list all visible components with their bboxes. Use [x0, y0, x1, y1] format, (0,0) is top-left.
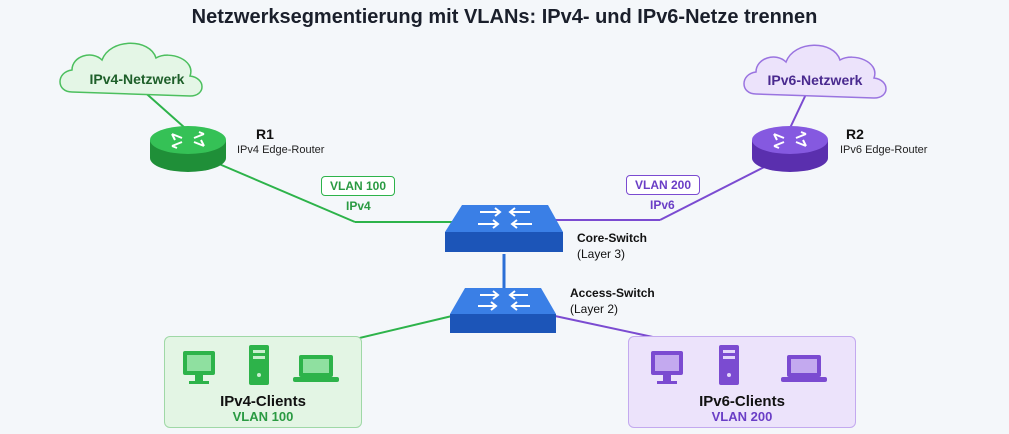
vlan100-link-badge: VLAN 100	[321, 176, 396, 196]
tower-icon	[719, 345, 739, 385]
ipv6-cloud-icon	[743, 44, 887, 99]
access-switch-icon	[450, 288, 556, 333]
core-switch-layer: (Layer 3)	[577, 247, 626, 261]
ipv4-clients-title: IPv4-Clients	[220, 393, 306, 410]
access-switch-name: Access-Switch	[570, 286, 655, 300]
router-r2-icon	[752, 126, 828, 172]
monitor-icon	[651, 351, 683, 384]
ipv6-clients-title: IPv6-Clients	[699, 393, 785, 410]
core-switch-icon	[445, 205, 563, 252]
ipv4-clients-icons	[183, 345, 339, 385]
link-r1-core	[204, 157, 356, 223]
core-switch-label: Core-Switch (Layer 3)	[577, 230, 647, 262]
monitor-icon	[183, 351, 215, 384]
access-switch-label: Access-Switch (Layer 2)	[570, 285, 655, 317]
ipv6-clients-box: IPv6-Clients VLAN 200	[628, 336, 856, 428]
ipv6-clients-vlan: VLAN 200	[711, 409, 773, 424]
access-switch-layer: (Layer 2)	[570, 302, 619, 316]
router-r1-icon	[150, 126, 226, 172]
tower-icon	[249, 345, 269, 385]
ipv4-link-label: IPv4	[346, 199, 371, 213]
ipv4-cloud-label: IPv4-Netzwerk	[89, 71, 185, 87]
ipv4-clients-vlan: VLAN 100	[232, 409, 294, 424]
ipv4-clients-box: IPv4-Clients VLAN 100	[164, 336, 362, 428]
ipv6-link-label: IPv6	[650, 198, 675, 212]
router-r1-name: R1	[256, 126, 274, 142]
router-r2-name: R2	[846, 126, 864, 142]
core-switch-name: Core-Switch	[577, 231, 648, 245]
link-r2-core	[659, 159, 779, 221]
laptop-icon	[781, 355, 827, 382]
ipv6-cloud-label: IPv6-Netzwerk	[767, 72, 863, 88]
diagram-title: Netzwerksegmentierung mit VLANs: IPv4- u…	[191, 6, 818, 28]
ipv6-clients-icons	[651, 345, 827, 385]
router-r1-desc: IPv4 Edge-Router	[237, 144, 325, 156]
vlan200-link-badge: VLAN 200	[626, 175, 701, 195]
ipv4-cloud-icon	[59, 42, 203, 97]
router-r2-desc: IPv6 Edge-Router	[840, 144, 928, 156]
laptop-icon	[293, 355, 339, 382]
